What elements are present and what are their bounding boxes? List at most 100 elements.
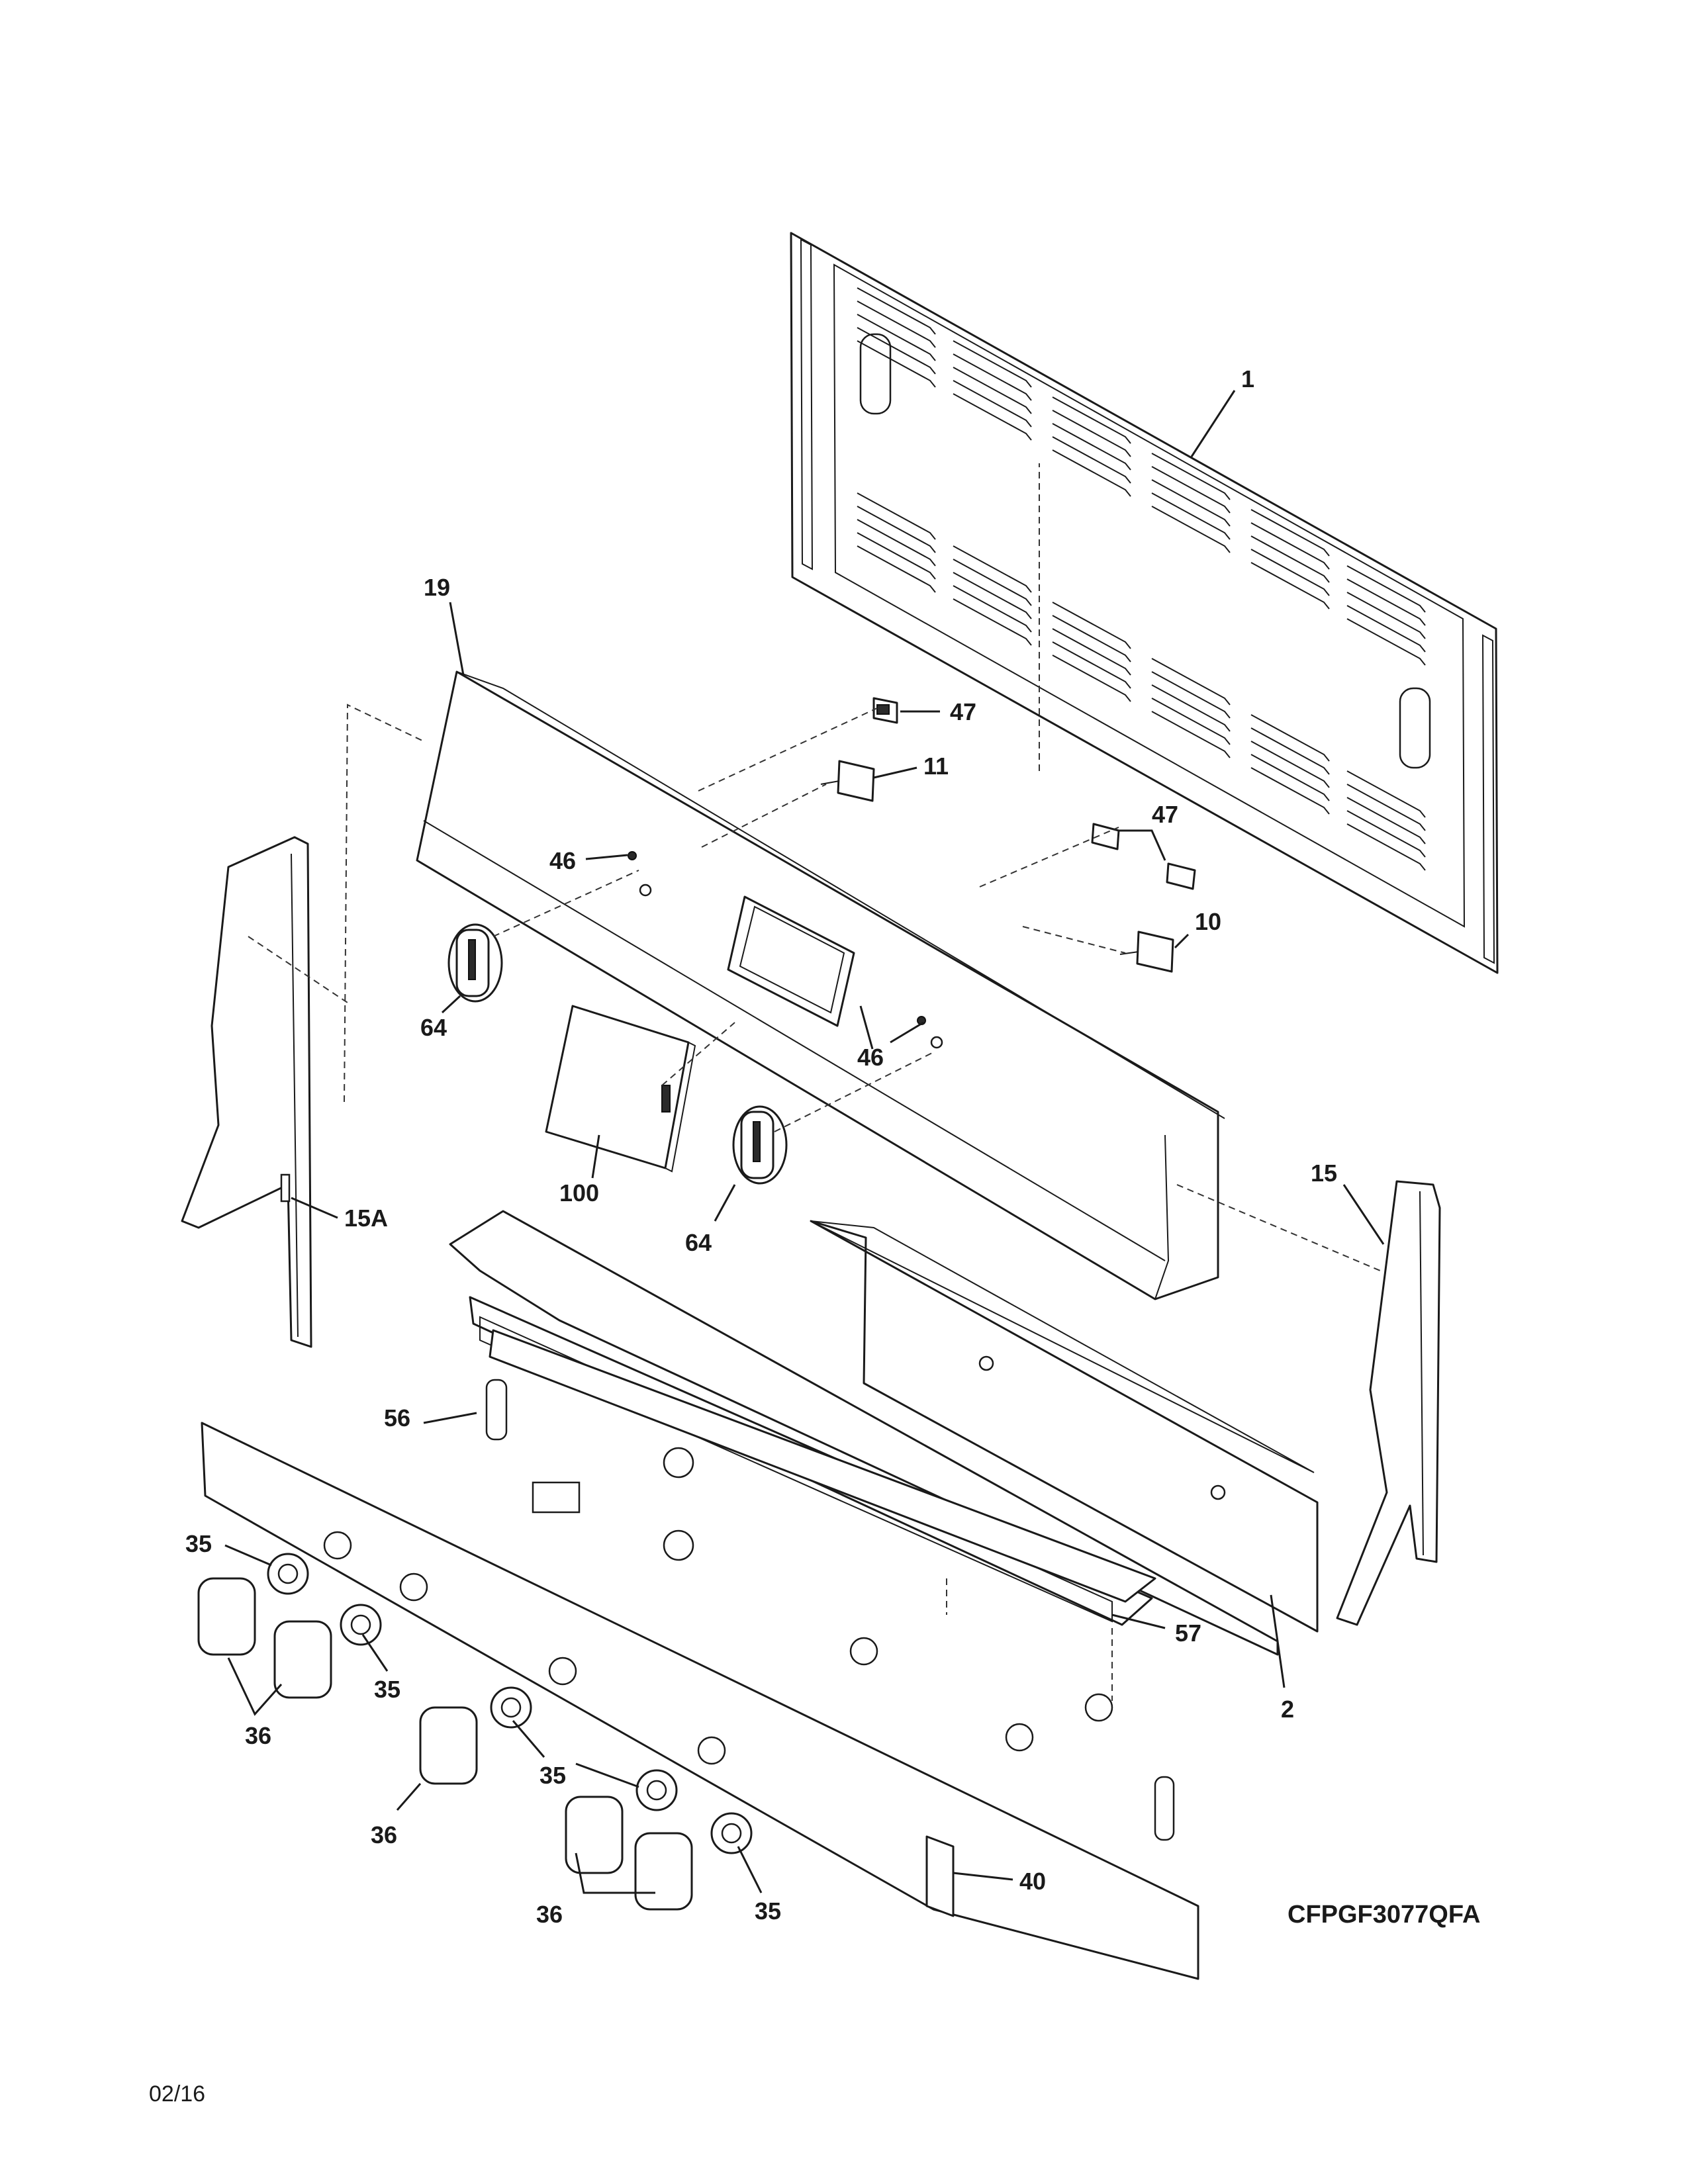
callout-leaders <box>224 390 1385 1894</box>
callout-1: 1 <box>1241 365 1254 392</box>
valve-10 <box>1119 931 1174 973</box>
callout-35-b: 35 <box>374 1676 400 1703</box>
callout-2: 2 <box>1281 1696 1294 1723</box>
callout-64-upper: 64 <box>420 1014 447 1041</box>
switch-47-lower-a <box>1091 823 1120 850</box>
vent-louvre <box>1052 602 1131 649</box>
side-bracket-15 <box>1336 1180 1441 1626</box>
washers-35 <box>267 1553 753 1854</box>
vent-louvre <box>1052 641 1131 689</box>
callout-47-upper: 47 <box>950 698 976 725</box>
callout-35-c: 35 <box>539 1762 566 1789</box>
vent-louvre <box>1151 671 1231 719</box>
callout-36-c: 36 <box>536 1901 563 1928</box>
vent-louvre <box>953 585 1032 633</box>
control-bezel-40 <box>201 1422 1199 1980</box>
vent-louvre <box>1250 741 1330 788</box>
vent-louvre <box>857 287 936 335</box>
vent-louvre <box>1250 754 1330 801</box>
callout-36-b: 36 <box>371 1821 397 1848</box>
vent-louvre <box>953 380 1032 428</box>
vent-louvre <box>857 519 936 567</box>
vent-louvre <box>1250 727 1330 775</box>
callout-56: 56 <box>384 1404 410 1432</box>
callout-15: 15 <box>1311 1160 1337 1187</box>
vent-louvre <box>1346 605 1426 653</box>
callout-19: 19 <box>424 574 450 601</box>
vent-louvre <box>1250 562 1330 610</box>
vent-louvre <box>857 300 936 348</box>
revision-date: 02/16 <box>149 2081 205 2107</box>
vent-louvre <box>953 393 1032 441</box>
vent-louvre <box>1052 655 1131 702</box>
vent-louvre <box>953 598 1032 646</box>
vent-louvre <box>1151 684 1231 732</box>
vent-louvre <box>1346 618 1426 666</box>
vent-louvre <box>1346 592 1426 639</box>
assembly-guide-lines <box>248 463 1381 1701</box>
vent-louvre <box>1151 479 1231 527</box>
vent-louvre <box>857 506 936 553</box>
vent-louvre <box>1151 492 1231 540</box>
vent-louvre <box>953 559 1032 606</box>
vent-louvre <box>1346 565 1426 613</box>
vent-louvre <box>1250 509 1330 557</box>
callout-35-a: 35 <box>185 1530 212 1557</box>
vent-louvre <box>1151 506 1231 553</box>
callout-100: 100 <box>559 1179 599 1206</box>
valve-11 <box>820 760 875 802</box>
vent-louvre <box>1052 449 1131 497</box>
vent-louvre <box>857 492 936 540</box>
vent-louvre <box>1346 578 1426 626</box>
upper-knob-right <box>732 1105 788 1185</box>
callout-35-d: 35 <box>755 1897 781 1925</box>
heat-shield-57 <box>489 1329 1156 1603</box>
vent-louvre <box>953 353 1032 401</box>
callout-labels: 1 19 47 11 46 47 10 46 64 100 64 15 15A … <box>185 365 1337 1928</box>
vent-louvre <box>1250 522 1330 570</box>
vent-louvre <box>1052 615 1131 662</box>
vent-louvre <box>1250 549 1330 596</box>
rear-vent-panel <box>790 232 1499 974</box>
vent-louvre <box>857 545 936 593</box>
vent-louvre <box>953 572 1032 619</box>
callout-57: 57 <box>1175 1619 1201 1647</box>
vent-louvre <box>1346 770 1426 818</box>
vent-louvre <box>1052 628 1131 676</box>
vent-louvre <box>857 340 936 388</box>
callout-11: 11 <box>923 752 949 780</box>
callout-15A: 15A <box>344 1205 388 1232</box>
vent-louvre <box>953 340 1032 388</box>
callout-64-lower: 64 <box>685 1229 712 1256</box>
vent-louvre <box>857 314 936 361</box>
vent-louvre <box>1346 823 1426 871</box>
vent-louvre <box>1346 784 1426 831</box>
callout-36-a: 36 <box>245 1722 271 1749</box>
vent-louvre <box>1052 396 1131 444</box>
vent-louvre <box>953 545 1032 593</box>
vent-louvre <box>1151 453 1231 500</box>
vent-louvre <box>857 327 936 375</box>
upper-knob-left <box>447 923 503 1003</box>
callout-10: 10 <box>1195 908 1221 935</box>
rear-cover-2 <box>810 1220 1319 1633</box>
vent-louvre <box>1052 423 1131 471</box>
vent-louvre <box>1151 658 1231 705</box>
vent-louvre <box>1151 698 1231 745</box>
vent-louvre <box>1250 767 1330 815</box>
vent-louvre <box>1151 711 1231 758</box>
switch-47-lower-b <box>1166 862 1196 890</box>
vent-louvre <box>857 532 936 580</box>
vent-louvre <box>1346 810 1426 858</box>
burner-knobs-36 <box>197 1577 693 1911</box>
vent-louvre <box>1250 535 1330 583</box>
vent-louvre <box>1052 410 1131 457</box>
vent-louvre <box>1052 436 1131 484</box>
screw-46-left <box>628 851 637 860</box>
callout-47-lower: 47 <box>1152 801 1178 828</box>
vent-louvre <box>1151 466 1231 514</box>
callout-40: 40 <box>1019 1868 1046 1895</box>
vent-louvre <box>953 367 1032 414</box>
electronic-clock-module <box>545 1005 696 1173</box>
